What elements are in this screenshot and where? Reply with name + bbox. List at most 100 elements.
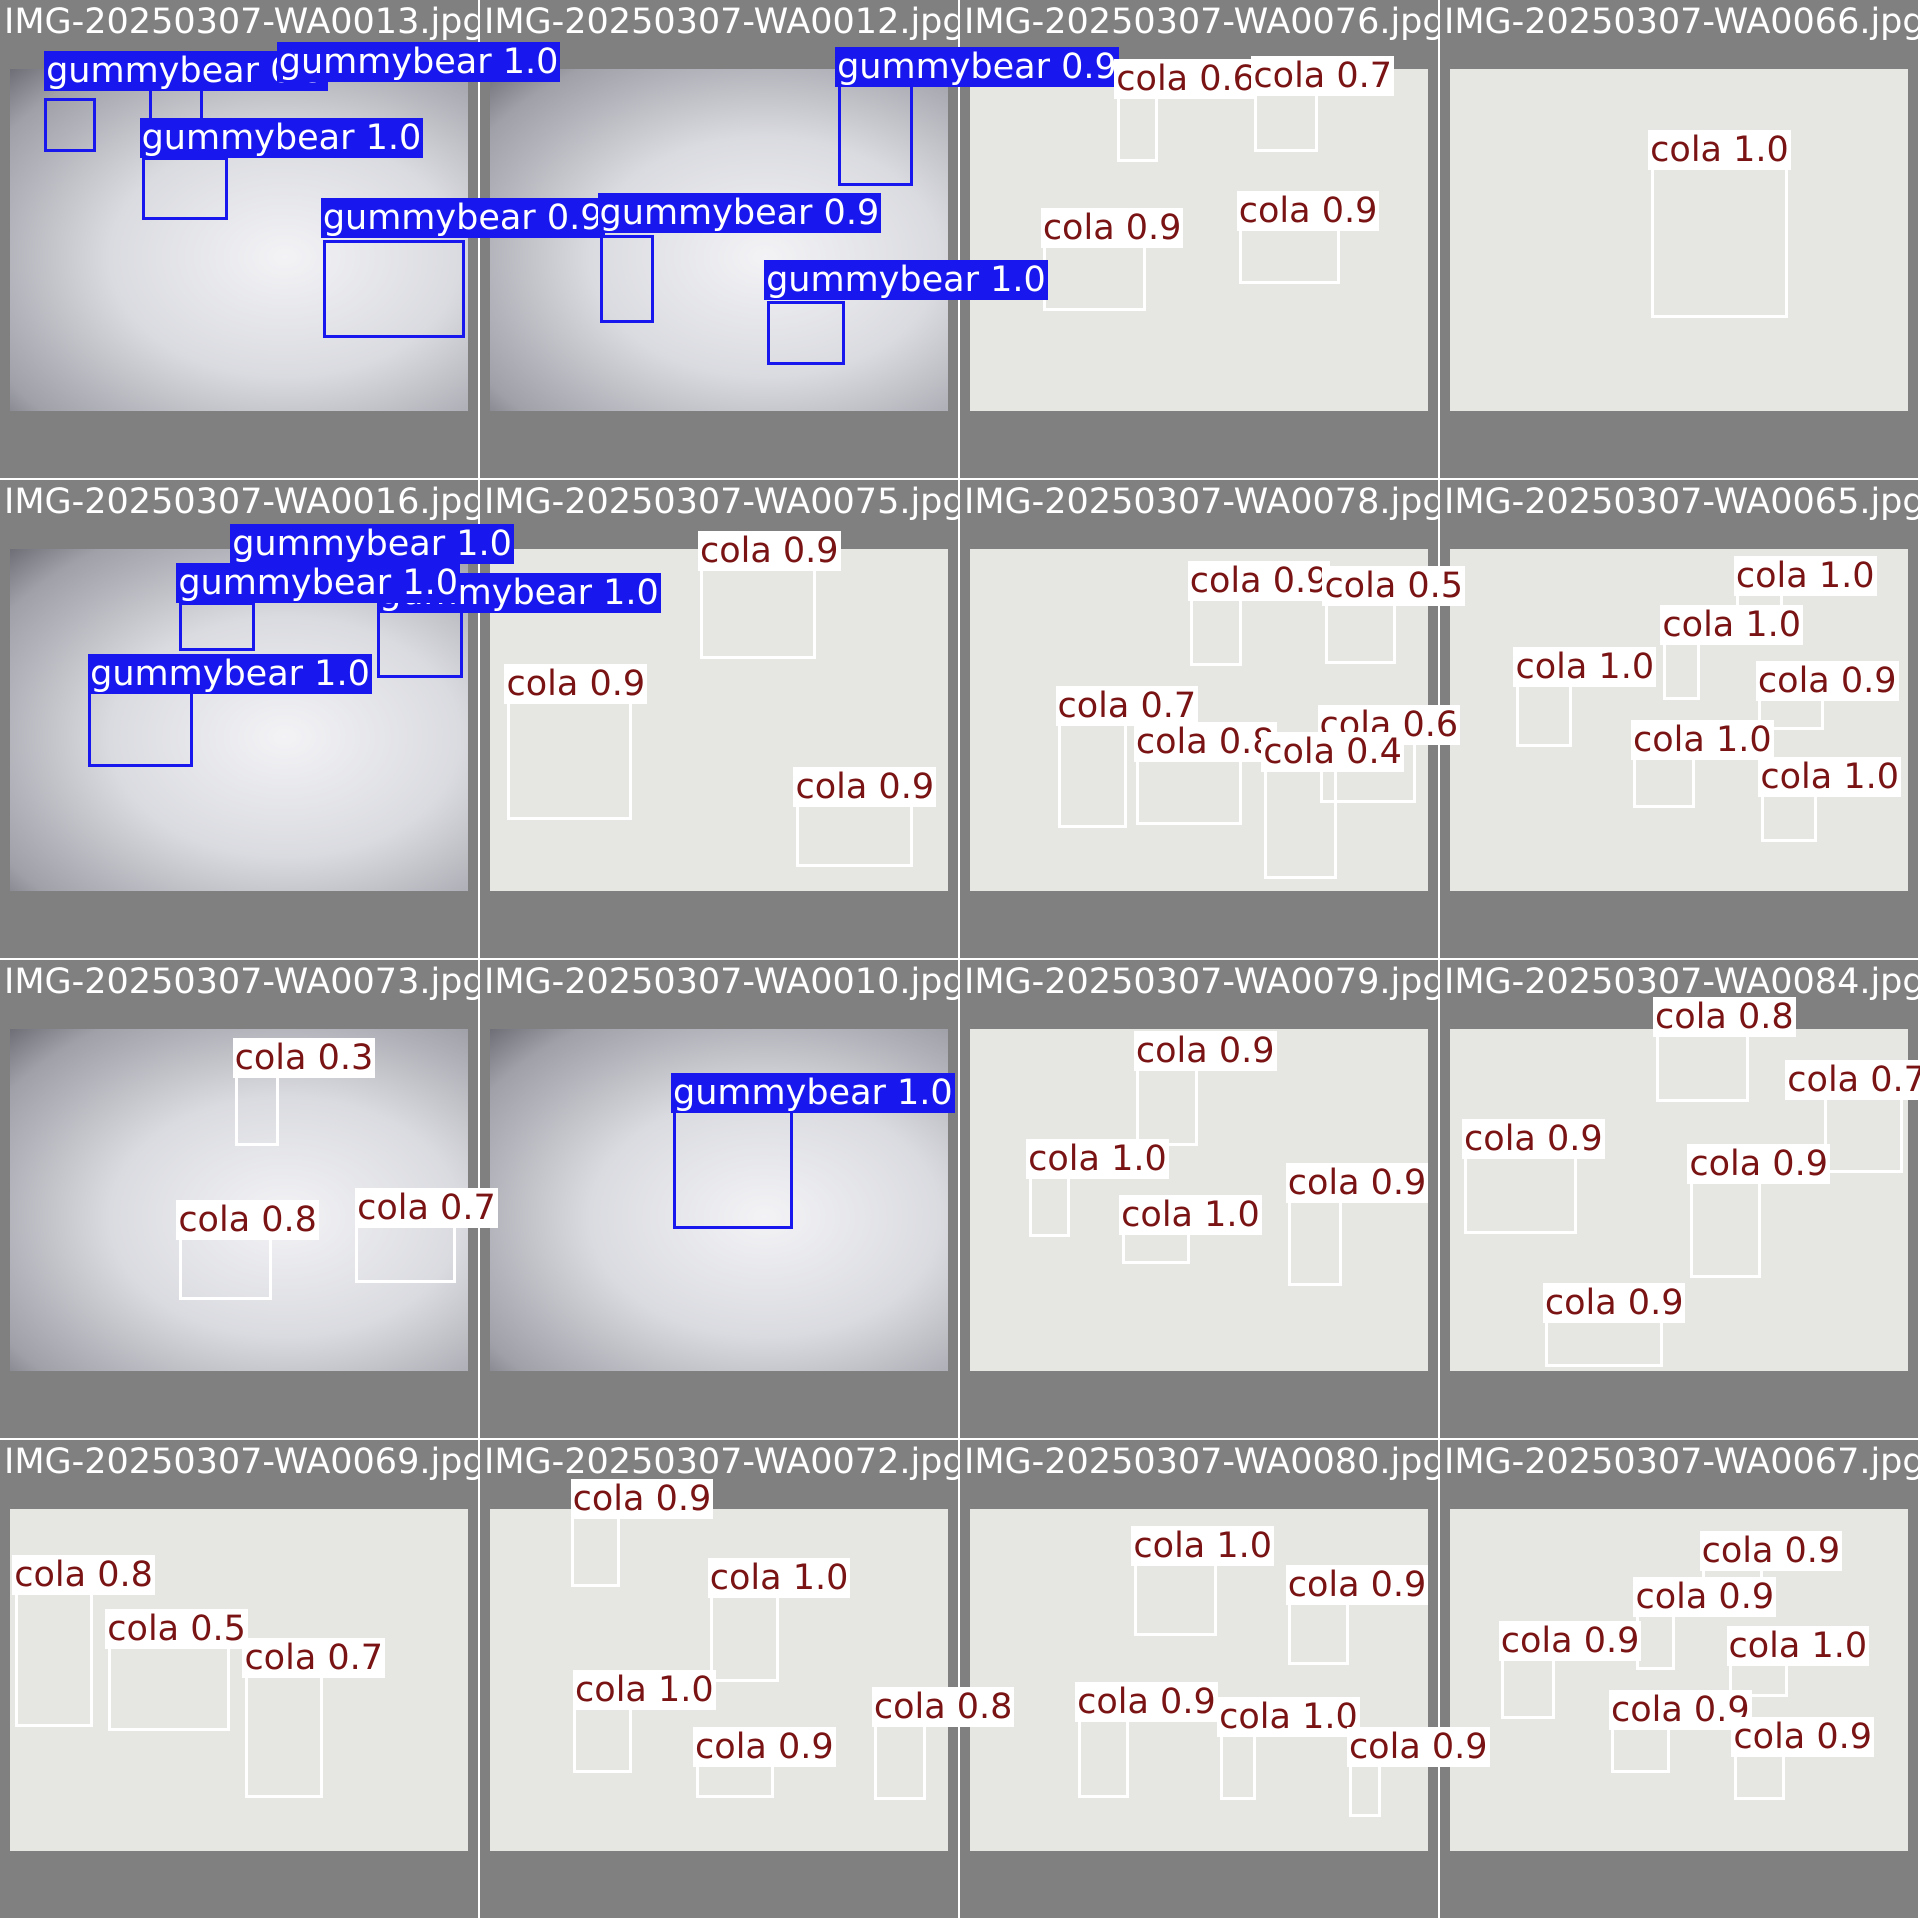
- detection-label: cola 1.0: [1131, 1525, 1275, 1566]
- detection-label: cola 0.7: [355, 1187, 498, 1228]
- detection-label: gummybear 1.0: [176, 563, 460, 604]
- detection-label: gummybear 1.0: [276, 41, 561, 82]
- bounding-box: [1057, 715, 1127, 828]
- detection-label: cola 0.9: [1542, 1283, 1686, 1324]
- bounding-box: [795, 795, 914, 867]
- detection-label: cola 0.9: [1187, 560, 1331, 601]
- detection-label: cola 0.9: [1236, 191, 1380, 232]
- detection-label: gummybear 1.0: [139, 117, 424, 158]
- bounding-box: [1133, 1557, 1218, 1636]
- bounding-box: [323, 240, 466, 338]
- detection-label: cola 0.9: [1608, 1689, 1752, 1730]
- detection-label: cola 0.9: [1755, 661, 1899, 702]
- detection-label: cola 0.6: [1114, 58, 1257, 99]
- bounding-box: [1219, 1726, 1257, 1800]
- image-filename: IMG-20250307-WA0076.jpg: [964, 2, 1438, 42]
- bounding-box: [700, 560, 816, 659]
- bounding-box: [88, 688, 194, 767]
- detection-label: cola 0.9: [1040, 208, 1184, 249]
- detection-label: cola 0.8: [176, 1200, 319, 1240]
- detection-label: cola 0.9: [1346, 1726, 1490, 1767]
- detection-label: cola 0.9: [1075, 1682, 1218, 1723]
- image-filename: IMG-20250307-WA0012.jpg: [484, 2, 958, 42]
- bounding-box: [1635, 1608, 1676, 1671]
- photo: [969, 68, 1428, 412]
- photo: [489, 68, 948, 412]
- detection-label: cola 1.0: [707, 1557, 851, 1598]
- detection-label: cola 0.4: [1261, 732, 1404, 773]
- bounding-box: [1136, 1062, 1198, 1147]
- bounding-box: [178, 602, 255, 652]
- image-filename: IMG-20250307-WA0073.jpg: [4, 962, 478, 1002]
- bounding-box: [14, 1586, 94, 1727]
- image-tile: IMG-20250307-WA0065.jpg: [1440, 480, 1918, 958]
- detection-label: gummybear 0.9: [597, 193, 882, 234]
- bounding-box: [1288, 1192, 1343, 1286]
- image-filename: IMG-20250307-WA0065.jpg: [1444, 482, 1918, 522]
- detection-label: cola 1.0: [1119, 1195, 1262, 1236]
- image-tile: IMG-20250307-WA0066.jpg: [1440, 0, 1918, 478]
- detection-label: cola 0.9: [1633, 1577, 1777, 1618]
- detection-label: cola 0.9: [1687, 1143, 1830, 1184]
- bounding-box: [107, 1640, 231, 1732]
- detection-label: cola 0.9: [570, 1479, 714, 1520]
- detection-label: cola 1.0: [1631, 720, 1774, 760]
- bounding-box: [600, 235, 654, 324]
- image-filename: IMG-20250307-WA0010.jpg: [484, 962, 958, 1002]
- detection-label: gummybear 1.0: [88, 653, 372, 694]
- detection-label: cola 0.5: [105, 1608, 248, 1649]
- image-filename: IMG-20250307-WA0084.jpg: [1444, 962, 1918, 1002]
- bounding-box: [244, 1670, 324, 1798]
- detection-label: cola 1.0: [1026, 1138, 1169, 1179]
- bounding-box: [1501, 1653, 1556, 1720]
- detection-label: gummybear 1.0: [671, 1072, 955, 1113]
- bounding-box: [1662, 636, 1700, 701]
- detection-label: cola 0.9: [1285, 1564, 1429, 1605]
- detection-label: cola 0.9: [1133, 1031, 1277, 1072]
- detection-label: cola 0.5: [1322, 565, 1466, 606]
- image-filename: IMG-20250307-WA0066.jpg: [1444, 2, 1918, 42]
- detection-label: cola 0.8: [1653, 996, 1796, 1037]
- bounding-box: [673, 1109, 794, 1230]
- bounding-box: [710, 1589, 779, 1683]
- detection-label: cola 0.8: [1133, 722, 1277, 763]
- bounding-box: [355, 1219, 456, 1284]
- image-filename: IMG-20250307-WA0016.jpg: [4, 482, 478, 522]
- detection-label: cola 1.0: [1726, 1626, 1870, 1667]
- detection-label: cola 0.9: [1699, 1530, 1843, 1571]
- bounding-box: [1515, 675, 1573, 747]
- detection-label: cola 0.8: [871, 1687, 1015, 1728]
- detection-label: cola 0.9: [793, 766, 937, 807]
- image-filename: IMG-20250307-WA0013.jpg: [4, 2, 478, 42]
- detection-label: cola 1.0: [1648, 129, 1791, 170]
- bounding-box: [1288, 1596, 1350, 1666]
- detection-label: cola 0.8: [12, 1555, 155, 1596]
- bounding-box: [377, 609, 463, 679]
- bounding-box: [235, 1070, 280, 1147]
- detection-label: gummybear 0.9: [320, 198, 605, 239]
- detection-label: cola 0.9: [1285, 1163, 1429, 1204]
- bounding-box: [837, 83, 914, 187]
- bounding-box: [766, 301, 845, 365]
- bounding-box: [142, 156, 228, 221]
- detection-label: cola 1.0: [1217, 1697, 1360, 1738]
- bounding-box: [1655, 1028, 1749, 1103]
- detection-label: cola 1.0: [1660, 604, 1804, 645]
- detection-label: cola 0.7: [1055, 685, 1199, 726]
- bounding-box: [1043, 240, 1147, 312]
- bounding-box: [1190, 590, 1242, 667]
- image-filename: IMG-20250307-WA0067.jpg: [1444, 1442, 1918, 1482]
- bounding-box: [1077, 1711, 1129, 1798]
- bounding-box: [570, 1511, 620, 1587]
- image-filename: IMG-20250307-WA0072.jpg: [484, 1442, 958, 1482]
- detection-label: cola 1.0: [1733, 555, 1877, 596]
- bounding-box: [44, 97, 96, 152]
- detection-label: cola 0.7: [242, 1638, 386, 1679]
- bounding-box: [1824, 1092, 1903, 1174]
- bounding-box: [1239, 227, 1340, 285]
- detection-label: gummybear 0.9: [835, 46, 1119, 87]
- image-filename: IMG-20250307-WA0075.jpg: [484, 482, 958, 522]
- bounding-box: [1689, 1173, 1761, 1279]
- detection-label: cola 0.9: [1731, 1716, 1875, 1757]
- bounding-box: [178, 1231, 272, 1301]
